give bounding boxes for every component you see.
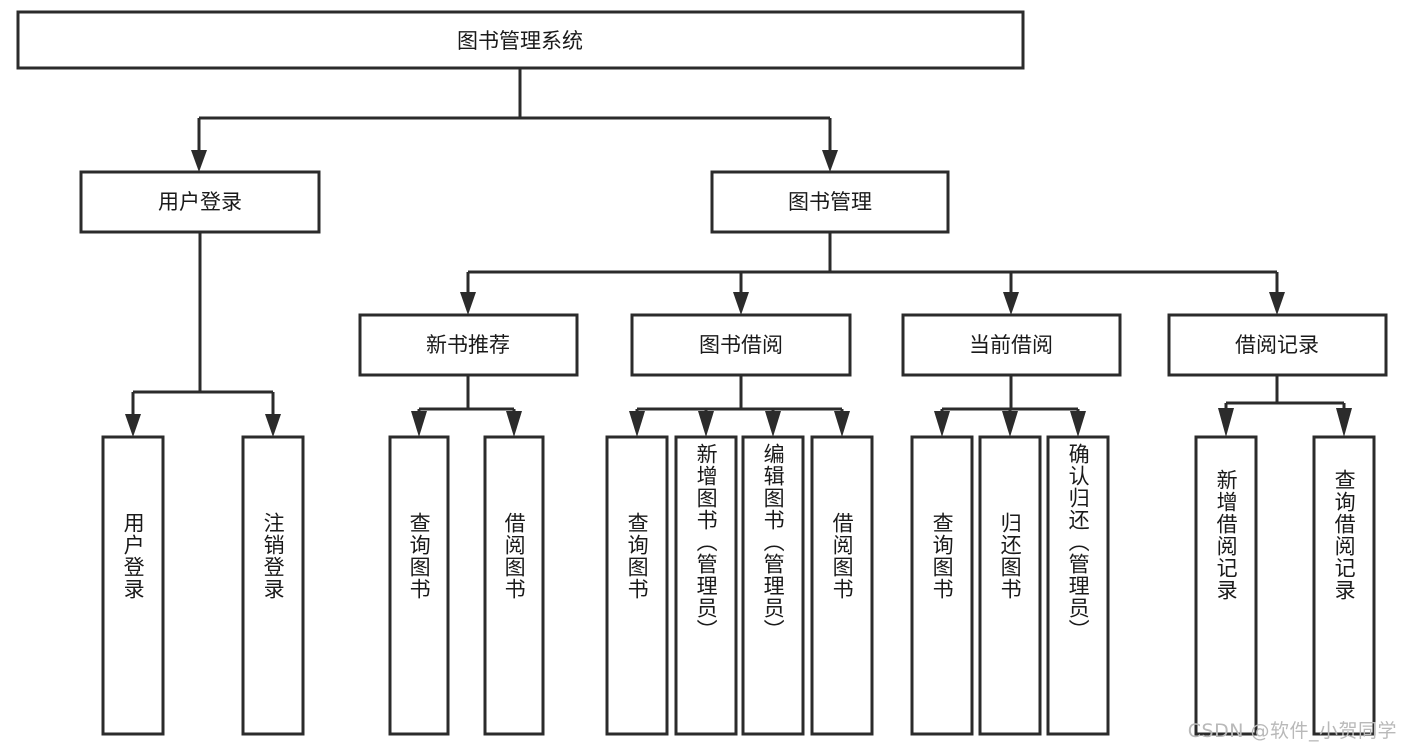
leaf-borrow-book-2-box[interactable]: [810, 435, 874, 736]
arrow-to-leaf-query-book-1: [411, 411, 427, 437]
leaf-return-book-label: 归还图书: [998, 512, 1023, 600]
arrow-to-leaf-query-book-2: [629, 411, 645, 437]
node-book-borrow-box[interactable]: [630, 313, 852, 377]
leaf-borrow-book-borrow-label: 借阅图书: [830, 512, 855, 600]
csdn-watermark: CSDN @软件_小贺同学: [1187, 720, 1397, 742]
leaf-confirm-return[interactable]: 确认归还（管理员）: [1048, 437, 1108, 734]
connector-new-book-leaves: [411, 375, 522, 437]
node-new-book-box[interactable]: [358, 313, 579, 377]
leaf-return-book-box[interactable]: [978, 435, 1042, 736]
arrow-to-book-manage: [822, 150, 838, 172]
connector-current-borrow-leaves: [934, 375, 1086, 437]
arrow-to-leaf-query-book-3: [934, 411, 950, 437]
connector-root-bus: [191, 68, 838, 172]
arrow-to-leaf-edit-book: [765, 411, 781, 437]
node-new-book[interactable]: 新书推荐: [358, 313, 579, 377]
arrow-to-leaf-return-book: [1002, 411, 1018, 437]
leaf-add-record[interactable]: 新增借阅记录: [1196, 437, 1256, 734]
node-root-box[interactable]: [16, 10, 1025, 70]
arrow-to-current-borrow: [1003, 292, 1019, 315]
leaf-user-login-box[interactable]: [101, 435, 165, 736]
leaf-return-book[interactable]: 归还图书: [980, 437, 1040, 734]
node-borrow-record[interactable]: 借阅记录: [1167, 313, 1388, 377]
node-current-borrow-label: 当前借阅: [969, 333, 1053, 357]
leaf-query-book-borrow[interactable]: 查询图书: [607, 437, 667, 734]
leaf-borrow-book-borrow[interactable]: 借阅图书: [812, 437, 872, 734]
leaf-confirm-return-box[interactable]: [1046, 435, 1110, 736]
leaf-user-login[interactable]: 用户登录: [103, 437, 163, 734]
node-user-login[interactable]: 用户登录: [79, 170, 321, 234]
leaf-query-record[interactable]: 查询借阅记录: [1314, 437, 1374, 734]
node-root-label: 图书管理系统: [457, 29, 583, 53]
node-current-borrow[interactable]: 当前借阅: [901, 313, 1122, 377]
leaf-query-book-current-label: 查询图书: [930, 512, 955, 600]
node-book-manage-label: 图书管理: [788, 190, 872, 214]
leaf-edit-book[interactable]: 编辑图书（管理员）: [743, 437, 803, 734]
leaf-borrow-book-newbook[interactable]: 借阅图书: [485, 437, 543, 734]
connector-borrow-record-leaves: [1218, 375, 1352, 437]
leaf-logout-box[interactable]: [241, 435, 305, 736]
leaf-query-book-newbook-label: 查询图书: [407, 512, 432, 600]
leaf-edit-book-label: 编辑图书（管理员）: [761, 443, 786, 641]
node-book-manage[interactable]: 图书管理: [710, 170, 950, 234]
node-user-login-label: 用户登录: [158, 190, 242, 214]
arrow-to-leaf-logout: [265, 414, 281, 437]
leaf-boxes: [101, 435, 1376, 736]
arrow-to-leaf-borrow-book-1: [506, 411, 522, 437]
leaf-query-book-2-box[interactable]: [605, 435, 669, 736]
leaf-add-record-box[interactable]: [1194, 435, 1258, 736]
leaf-query-book-newbook[interactable]: 查询图书: [390, 437, 448, 734]
leaf-confirm-return-label: 确认归还（管理员）: [1066, 443, 1091, 641]
arrow-to-borrow-record: [1269, 292, 1285, 315]
connector-book-manage-level3: [460, 232, 1285, 315]
arrow-to-leaf-query-record: [1336, 408, 1352, 437]
arrow-to-user-login: [191, 150, 207, 172]
arrow-to-leaf-add-record: [1218, 408, 1234, 437]
leaf-query-book-current[interactable]: 查询图书: [912, 437, 972, 734]
node-new-book-label: 新书推荐: [426, 333, 510, 357]
node-book-borrow[interactable]: 图书借阅: [630, 313, 852, 377]
arrow-to-leaf-confirm-return: [1070, 411, 1086, 437]
node-root[interactable]: 图书管理系统: [16, 10, 1025, 70]
leaf-borrow-book-newbook-label: 借阅图书: [502, 512, 527, 600]
connector-user-login-leaves: [125, 232, 281, 437]
leaf-query-record-label: 查询借阅记录: [1332, 469, 1357, 601]
arrow-to-leaf-user-login: [125, 414, 141, 437]
leaf-add-book[interactable]: 新增图书（管理员）: [676, 437, 736, 734]
arrow-to-new-book: [460, 292, 476, 315]
node-current-borrow-box[interactable]: [901, 313, 1122, 377]
leaf-add-book-label: 新增图书（管理员）: [694, 443, 719, 641]
connector-book-borrow-leaves: [629, 375, 850, 437]
leaf-user-login-label: 用户登录: [121, 512, 146, 600]
leaf-borrow-book-1-box[interactable]: [483, 435, 545, 736]
arrow-to-leaf-add-book: [698, 411, 714, 437]
node-borrow-record-label: 借阅记录: [1235, 333, 1319, 357]
leaf-edit-book-box[interactable]: [741, 435, 805, 736]
leaf-query-record-box[interactable]: [1312, 435, 1376, 736]
leaf-add-book-box[interactable]: [674, 435, 738, 736]
leaf-logout-label: 注销登录: [261, 512, 286, 600]
leaf-query-book-3-box[interactable]: [910, 435, 974, 736]
arrow-to-book-borrow: [733, 292, 749, 315]
leaf-logout[interactable]: 注销登录: [243, 437, 303, 734]
leaf-query-book-1-box[interactable]: [388, 435, 450, 736]
node-book-borrow-label: 图书借阅: [699, 333, 783, 357]
arrow-to-leaf-borrow-book-2: [834, 411, 850, 437]
leaf-query-book-borrow-label: 查询图书: [625, 512, 650, 600]
leaf-add-record-label: 新增借阅记录: [1214, 469, 1239, 601]
